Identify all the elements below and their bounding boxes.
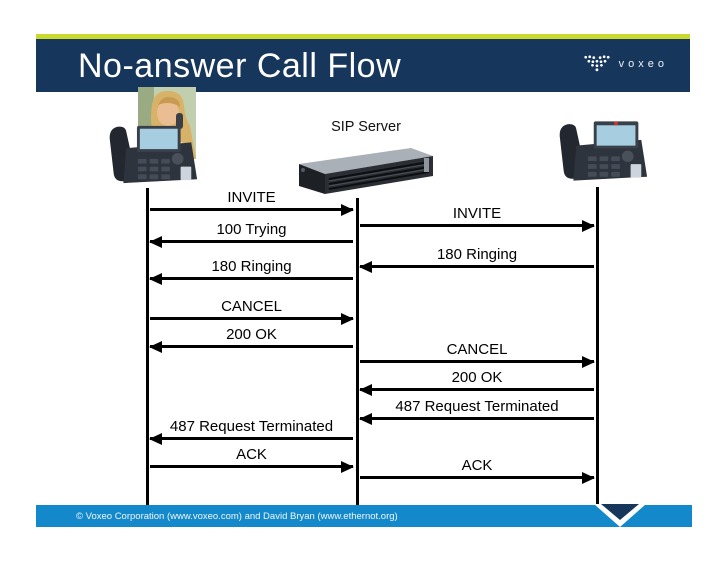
arrowhead-left-icon — [359, 413, 372, 425]
message-line — [360, 476, 594, 479]
message-label: INVITE — [452, 205, 502, 222]
message-line — [360, 417, 594, 420]
message-line — [150, 465, 353, 468]
message-label: 487 Request Terminated — [395, 398, 559, 415]
voxeo-logo: voxeo — [583, 54, 668, 73]
arrowhead-left-icon — [149, 236, 162, 248]
message-ack-server-to-callee: ACK — [360, 457, 595, 484]
message-label: 487 Request Terminated — [169, 418, 334, 435]
message-cancel-caller-to-server: CANCEL — [150, 298, 354, 325]
header-accent-strip — [36, 34, 690, 39]
message-487-request-terminated-callee-to-server: 487 Request Terminated — [359, 398, 594, 425]
sip-server-lifeline — [356, 198, 359, 505]
voxeo-v-dots-icon — [583, 55, 610, 72]
message-line — [360, 360, 594, 363]
message-line — [150, 317, 353, 320]
footer-copyright: © Voxeo Corporation (www.voxeo.com) and … — [76, 511, 398, 522]
footer-bar: © Voxeo Corporation (www.voxeo.com) and … — [36, 505, 692, 527]
arrowhead-right-icon — [582, 220, 595, 232]
message-label: 180 Ringing — [436, 246, 518, 263]
callee-lifeline — [596, 187, 599, 505]
message-ack-caller-to-server: ACK — [150, 446, 354, 473]
message-180-ringing-callee-to-server: 180 Ringing — [359, 246, 594, 273]
message-200-ok-server-to-caller: 200 OK — [149, 326, 353, 353]
message-line — [150, 345, 353, 348]
message-label: 100 Trying — [216, 221, 287, 238]
message-line — [150, 437, 353, 440]
message-line — [360, 265, 594, 268]
message-100-trying-server-to-caller: 100 Trying — [149, 221, 353, 248]
message-line — [150, 240, 353, 243]
arrowhead-left-icon — [359, 384, 372, 396]
arrowhead-left-icon — [149, 273, 162, 285]
message-invite-caller-to-server: INVITE — [150, 189, 354, 216]
message-200-ok-callee-to-server: 200 OK — [359, 369, 594, 396]
sip-server-icon — [293, 138, 435, 196]
message-label: 200 OK — [226, 326, 277, 343]
slide-header: No-answer Call Flow voxeo — [36, 39, 690, 92]
voxeo-logo-text: voxeo — [618, 57, 668, 70]
message-487-request-terminated-server-to-caller: 487 Request Terminated — [149, 418, 353, 445]
message-label: 180 Ringing — [211, 258, 292, 275]
sip-server-label: SIP Server — [331, 119, 401, 135]
message-180-ringing-server-to-caller: 180 Ringing — [149, 258, 353, 285]
message-line — [150, 277, 353, 280]
arrowhead-left-icon — [359, 261, 372, 273]
message-invite-server-to-callee: INVITE — [360, 205, 595, 232]
caller-lifeline — [146, 188, 149, 505]
message-label: INVITE — [227, 189, 276, 206]
message-line — [360, 224, 594, 227]
message-label: ACK — [236, 446, 267, 463]
arrowhead-right-icon — [582, 356, 595, 368]
arrowhead-right-icon — [341, 204, 354, 216]
arrowhead-right-icon — [341, 313, 354, 325]
message-label: ACK — [461, 457, 493, 474]
message-label: CANCEL — [446, 341, 508, 358]
arrowhead-left-icon — [149, 341, 162, 353]
caller-phone-icon — [103, 118, 200, 188]
message-line — [360, 388, 594, 391]
message-line — [150, 208, 353, 211]
arrowhead-right-icon — [582, 472, 595, 484]
arrowhead-left-icon — [149, 433, 162, 445]
message-cancel-server-to-callee: CANCEL — [360, 341, 595, 368]
callee-phone-icon — [553, 115, 650, 186]
message-label: 200 OK — [451, 369, 503, 386]
arrowhead-right-icon — [341, 461, 354, 473]
page-title: No-answer Call Flow — [78, 47, 402, 85]
message-label: CANCEL — [221, 298, 282, 315]
